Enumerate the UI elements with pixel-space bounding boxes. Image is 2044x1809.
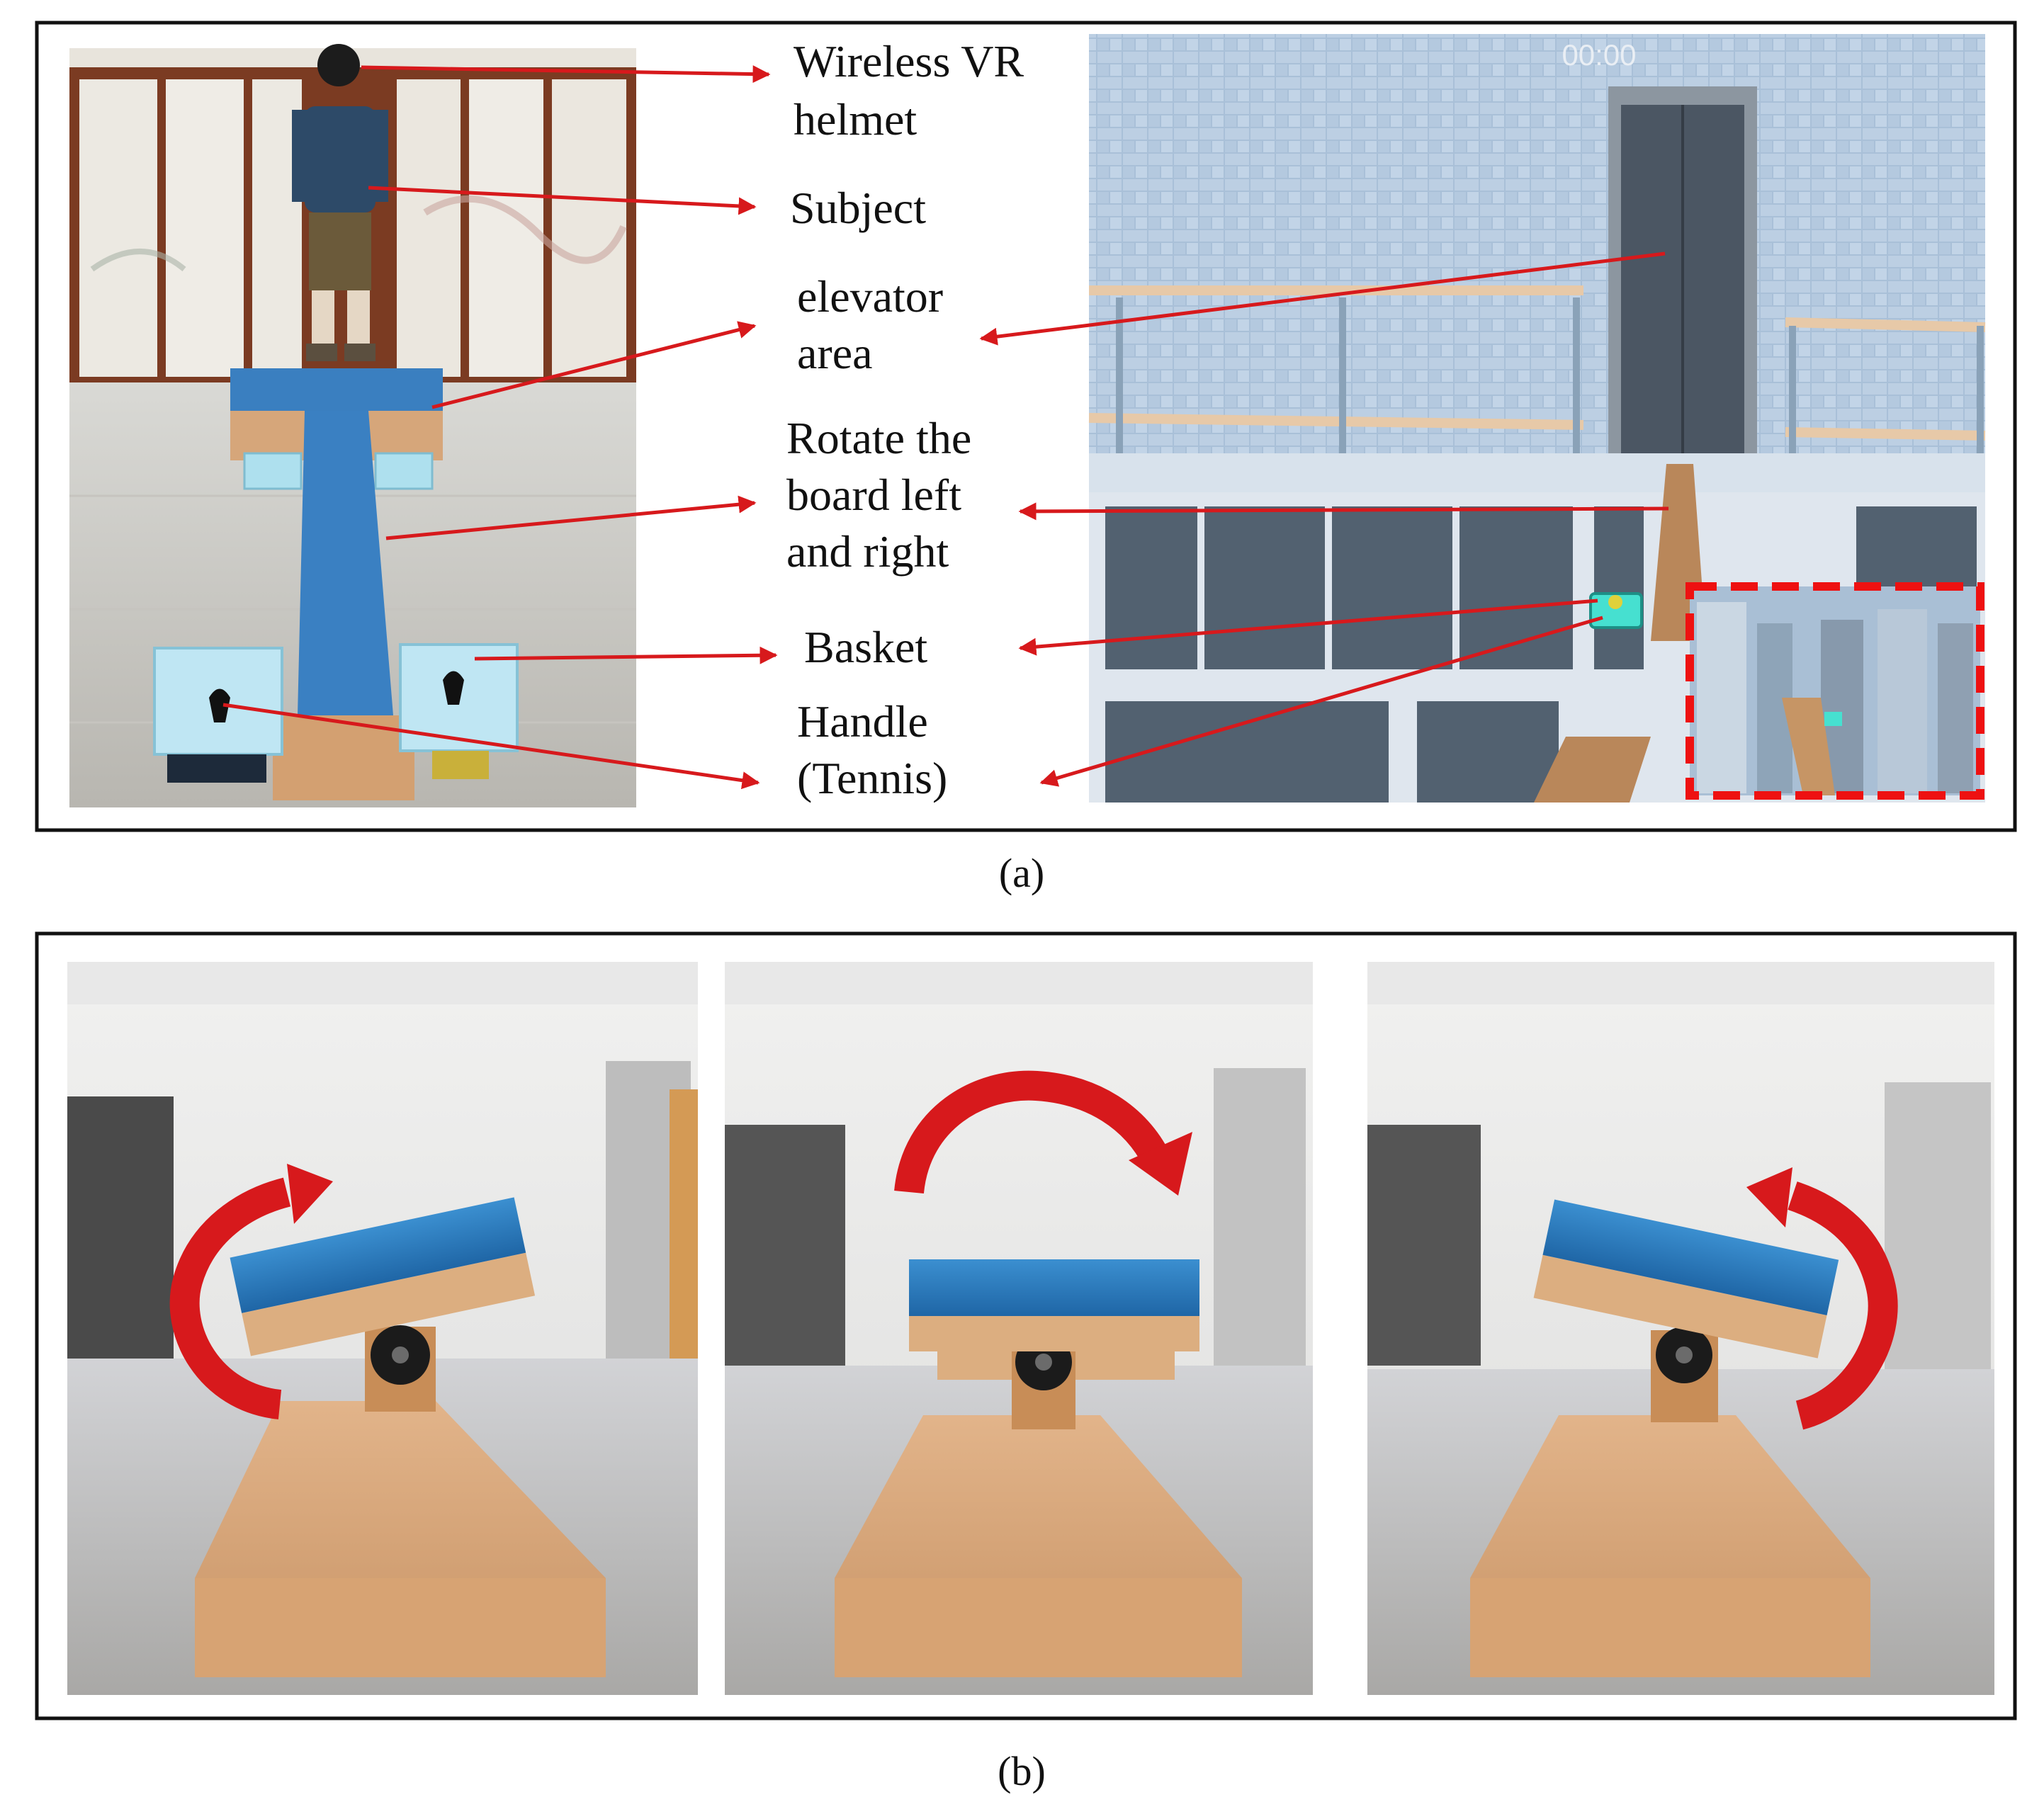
arrow-elevator-vr <box>979 251 1666 346</box>
controller-left <box>209 688 230 722</box>
label-handle: Handle (Tennis) <box>797 696 947 803</box>
arrow-handle-vr <box>1039 616 1603 787</box>
balance-board <box>298 411 393 715</box>
svg-text:board left: board left <box>786 470 961 520</box>
svg-text:Wireless VR: Wireless VR <box>794 36 1024 86</box>
rotate-arrow-cw <box>1788 1181 1898 1430</box>
arrow-subject <box>368 186 757 215</box>
svg-text:Handle: Handle <box>797 696 928 747</box>
controller-right <box>443 671 464 705</box>
label-helmet: Wireless VR helmet <box>794 36 1024 144</box>
photo-tilt-left <box>67 962 698 1695</box>
svg-text:(Tennis): (Tennis) <box>797 753 947 803</box>
photo-flat <box>725 962 1313 1695</box>
arrow-elevator-photo <box>431 321 757 409</box>
caption-a: (a) <box>999 850 1044 896</box>
arrow-basket-vr <box>1018 599 1598 656</box>
rotate-arrow-ccw <box>169 1177 291 1419</box>
arrow-basket-photo <box>474 646 778 664</box>
vr-basket <box>1589 592 1643 629</box>
vr-inset-view <box>1686 582 1984 800</box>
arrow-rotate-vr <box>1018 502 1669 521</box>
subject-person <box>292 44 388 361</box>
label-elevator-area: elevator area <box>797 271 943 378</box>
arrow-rotate-photo <box>385 495 757 540</box>
arrow-helmet <box>361 65 771 84</box>
label-subject: Subject <box>790 183 926 233</box>
label-rotate-board: Rotate the board left and right <box>786 413 971 577</box>
svg-text:and right: and right <box>786 526 949 577</box>
svg-text:area: area <box>797 328 873 378</box>
vr-timer: 00:00 <box>1562 38 1636 72</box>
svg-text:elevator: elevator <box>797 271 943 322</box>
arrow-handle-photo <box>222 703 760 790</box>
label-basket: Basket <box>804 622 927 672</box>
caption-b: (b) <box>998 1748 1046 1794</box>
photo-lab-setup <box>69 44 636 807</box>
svg-text:helmet: helmet <box>794 94 917 144</box>
rotate-arrow-over <box>894 1070 1170 1194</box>
vr-scene: 00:00 <box>1088 34 1986 803</box>
photo-tilt-right <box>1367 962 1994 1695</box>
svg-text:Rotate the: Rotate the <box>786 413 971 463</box>
